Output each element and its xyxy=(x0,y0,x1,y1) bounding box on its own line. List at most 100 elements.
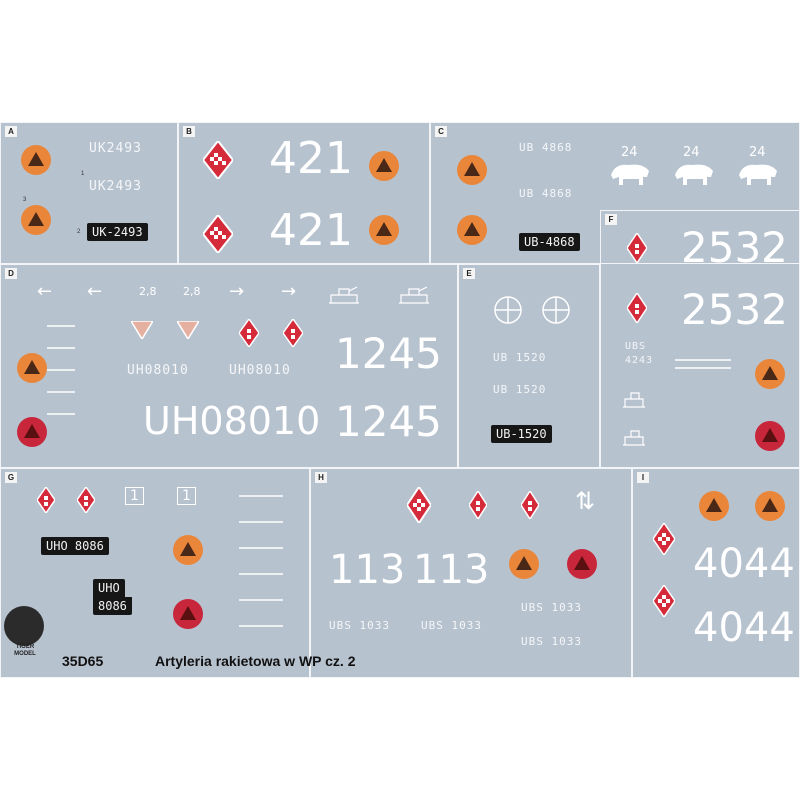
panel-f: F 2532 2532 UBS 4243 xyxy=(600,210,800,468)
roundel-orange-icon xyxy=(21,205,51,235)
stencil-line xyxy=(239,599,283,601)
stencil-line xyxy=(47,325,75,327)
arrow-icon: ← xyxy=(37,281,53,302)
checker-insignia-icon xyxy=(239,319,259,347)
roundel-orange-icon xyxy=(699,491,729,521)
stencil-line xyxy=(239,625,283,627)
roundel-orange-icon xyxy=(457,155,487,185)
registration-small: UBS xyxy=(625,341,647,352)
panel-i: I 4044 4044 xyxy=(632,468,800,678)
boxed-number: 1 xyxy=(177,487,196,505)
roundel-red-icon xyxy=(17,417,47,447)
registration-small: UH08010 xyxy=(229,363,291,378)
tiger-logo-icon xyxy=(4,606,44,646)
bison-icon xyxy=(611,164,649,185)
panel-label: I xyxy=(637,472,649,483)
product-code: 35D65 xyxy=(62,653,104,669)
direction-arrow-icon: ⇅ xyxy=(575,487,596,515)
registration-plate: UB-4868 xyxy=(519,233,580,251)
roundel-red-icon xyxy=(755,421,785,451)
checker-insignia-icon xyxy=(407,487,431,523)
checker-insignia-icon xyxy=(469,491,487,519)
decal-number: 1 xyxy=(81,171,85,177)
registration-small: UB 1520 xyxy=(493,383,547,396)
panel-label: F xyxy=(605,214,617,225)
panel-label: G xyxy=(5,472,17,483)
stencil-line xyxy=(675,359,731,361)
roundel-orange-icon xyxy=(21,145,51,175)
boxed-number: 1 xyxy=(125,487,144,505)
stencil-line xyxy=(47,369,75,371)
tactical-number: 1245 xyxy=(335,329,442,378)
arrow-icon: → xyxy=(281,281,297,302)
registration-plate: UHO 8086 xyxy=(41,537,109,555)
roundel-orange-icon xyxy=(17,353,47,383)
weight-marking: 2,8 xyxy=(139,285,157,298)
checker-insignia-icon xyxy=(203,141,233,179)
stencil-line xyxy=(675,367,731,369)
tactical-number: 2532 xyxy=(681,223,788,272)
vehicle-silhouette-icon xyxy=(329,286,359,304)
panel-label: H xyxy=(315,472,327,483)
tactical-number: 421 xyxy=(269,133,353,184)
vehicle-silhouette-icon xyxy=(623,430,645,446)
stencil-line xyxy=(239,547,283,549)
bison-icon xyxy=(739,164,777,185)
registration-small: UK2493 xyxy=(89,179,142,194)
stencil-line xyxy=(47,347,75,349)
decal-number: 3 xyxy=(23,197,27,203)
registration-small: UB 4868 xyxy=(519,141,573,154)
crosshair-icon xyxy=(542,296,570,324)
roundel-orange-icon xyxy=(509,549,539,579)
checker-insignia-icon xyxy=(283,319,303,347)
tactical-number: 421 xyxy=(269,205,353,256)
tactical-number: 1245 xyxy=(335,397,442,446)
panel-g: G 1 1 UHO 8086 UHO 8086 xyxy=(0,468,310,678)
stencil-line xyxy=(239,573,283,575)
stencil-line xyxy=(47,413,75,415)
roundel-orange-icon xyxy=(173,535,203,565)
sheet-title: Artyleria rakietowa w WP cz. 2 xyxy=(155,653,356,669)
registration-small: UK2493 xyxy=(89,141,142,156)
registration-small: UBS 1033 xyxy=(329,619,390,632)
tactical-number: 113 xyxy=(329,547,406,593)
checker-insignia-icon xyxy=(627,233,647,263)
checker-insignia-icon xyxy=(653,585,675,617)
panel-c: C UB 4868 UB 4868 UB-4868 24 24 24 xyxy=(430,122,800,264)
registration-small: UBS 1033 xyxy=(521,635,582,648)
checker-insignia-icon xyxy=(77,487,95,513)
checker-insignia-icon xyxy=(653,523,675,555)
decal-sheet xyxy=(0,122,800,678)
roundel-red-icon xyxy=(567,549,597,579)
checker-insignia-icon xyxy=(521,491,539,519)
vehicle-silhouette-icon xyxy=(399,286,429,304)
registration-plate: UB-1520 xyxy=(491,425,552,443)
registration-small: UBS 1033 xyxy=(421,619,482,632)
vehicle-silhouette-icon xyxy=(623,392,645,408)
panel-d: D ← ← → → 2,8 2,8 UH08010 UH08010 UH0801… xyxy=(0,264,458,468)
registration-small: UB 4868 xyxy=(519,187,573,200)
registration-small: UB 1520 xyxy=(493,351,547,364)
panel-label: E xyxy=(463,268,475,279)
registration-plate: UHO xyxy=(93,579,125,597)
tactical-number: 2532 xyxy=(681,285,788,334)
arrow-icon: ← xyxy=(87,281,103,302)
tactical-number: 4044 xyxy=(693,541,795,587)
roundel-orange-icon xyxy=(369,151,399,181)
roundel-orange-icon xyxy=(457,215,487,245)
registration-small: UH08010 xyxy=(127,363,189,378)
registration-plate: UK-2493 xyxy=(87,223,148,241)
roundel-orange-icon xyxy=(369,215,399,245)
tactical-number: 4044 xyxy=(693,605,795,651)
roundel-orange-icon xyxy=(755,359,785,389)
roundel-orange-icon xyxy=(755,491,785,521)
registration-plate: 8086 xyxy=(93,597,132,615)
bison-number: 24 xyxy=(621,145,638,160)
arrow-icon: → xyxy=(229,281,245,302)
stencil-line xyxy=(47,391,75,393)
checker-insignia-icon xyxy=(177,321,199,339)
stencil-line xyxy=(239,495,283,497)
bison-icon xyxy=(675,164,713,185)
roundel-red-icon xyxy=(173,599,203,629)
panel-label: A xyxy=(5,126,17,137)
